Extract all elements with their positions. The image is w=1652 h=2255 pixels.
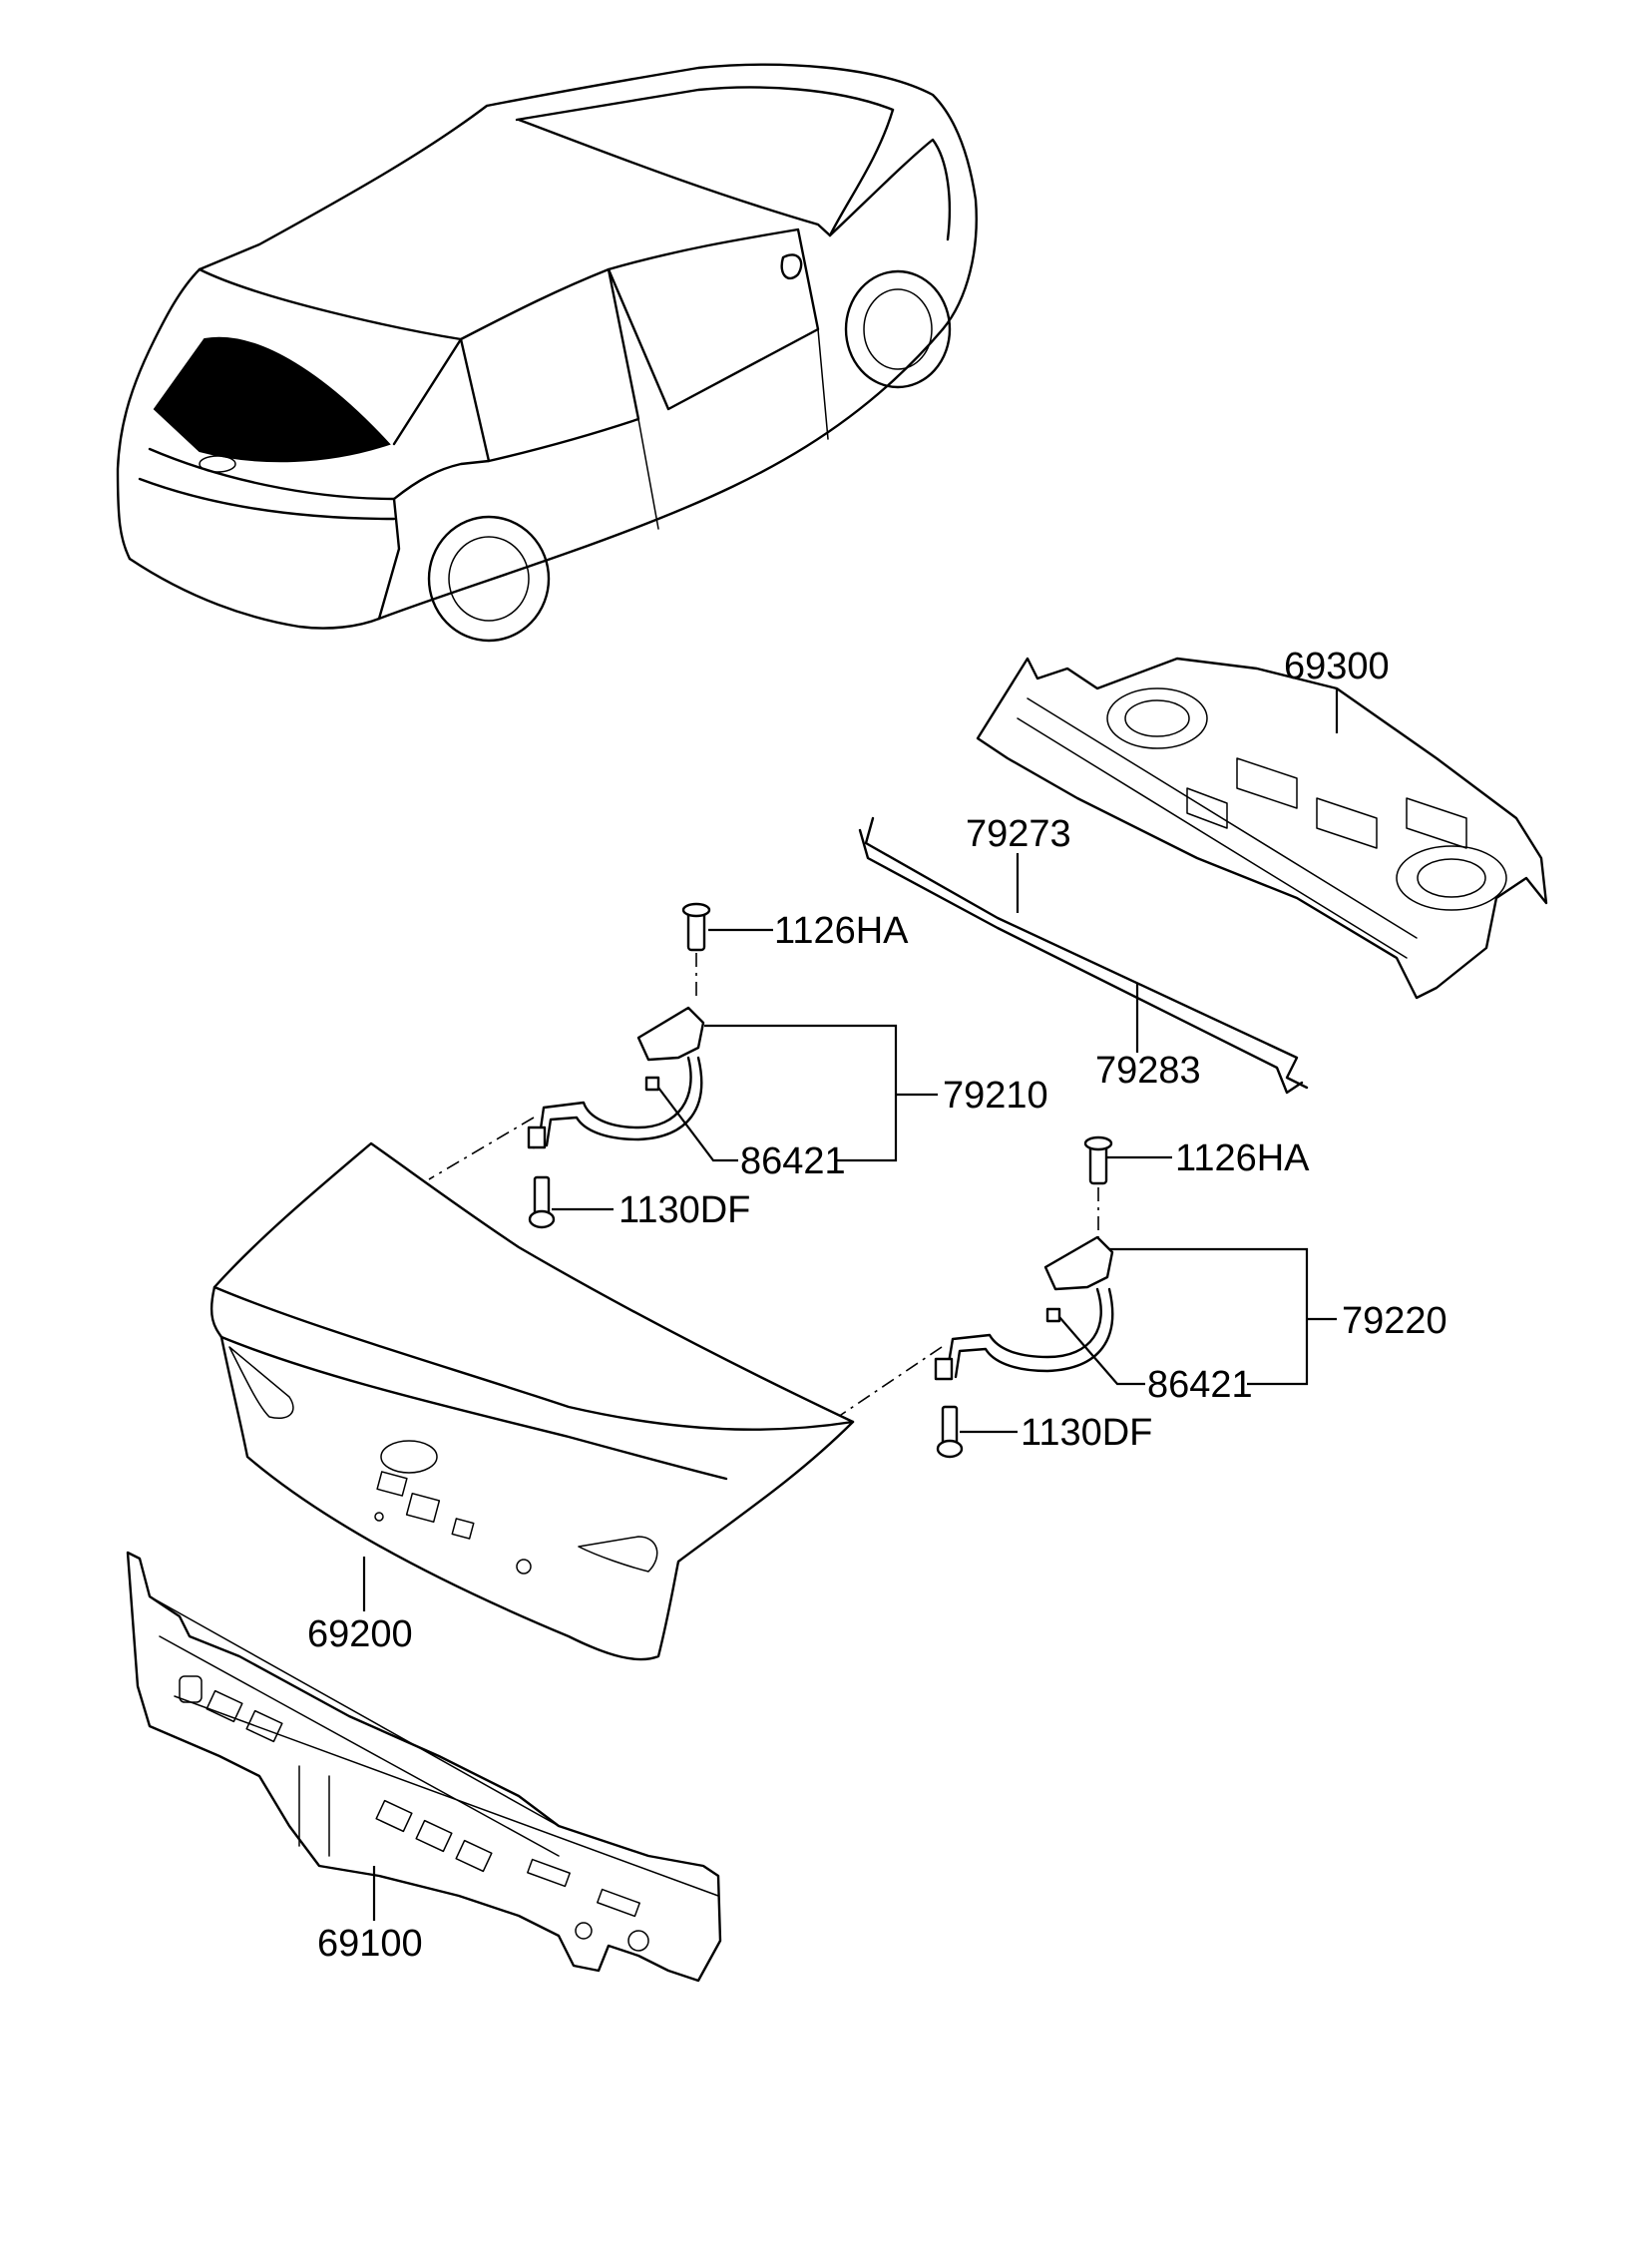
callout-69100: 69100 <box>317 1923 423 1965</box>
callout-86421-right: 86421 <box>1147 1364 1253 1406</box>
callout-79273: 79273 <box>966 813 1071 855</box>
leader-86421-left <box>657 1087 738 1162</box>
alignment-line-left <box>428 1117 535 1180</box>
callout-1126ha-right: 1126HA <box>1175 1137 1310 1179</box>
callout-69200: 69200 <box>307 1613 413 1655</box>
callout-86421-left: 86421 <box>740 1140 846 1182</box>
callout-1130df-left: 1130DF <box>619 1189 750 1231</box>
callout-79283: 79283 <box>1095 1050 1201 1092</box>
alignment-line-right <box>837 1346 943 1418</box>
callout-79210: 79210 <box>943 1075 1048 1117</box>
rear-package-tray-69300 <box>976 657 1548 1000</box>
callout-69300: 69300 <box>1284 646 1390 687</box>
trunk-hinge-79210 <box>527 902 711 1229</box>
leader-86421-right <box>1058 1316 1145 1386</box>
leader-79220 <box>1109 1247 1337 1386</box>
car-overview-illustration <box>116 63 978 643</box>
callout-1126ha-left: 1126HA <box>774 910 909 952</box>
back-panel-69100 <box>126 1551 722 1983</box>
callout-1130df-right: 1130DF <box>1021 1412 1152 1454</box>
callout-79220: 79220 <box>1342 1300 1447 1342</box>
trunk-hinge-79220 <box>934 1135 1114 1459</box>
leader-79210 <box>704 1024 938 1162</box>
trunk-lid-69200 <box>209 1141 855 1661</box>
